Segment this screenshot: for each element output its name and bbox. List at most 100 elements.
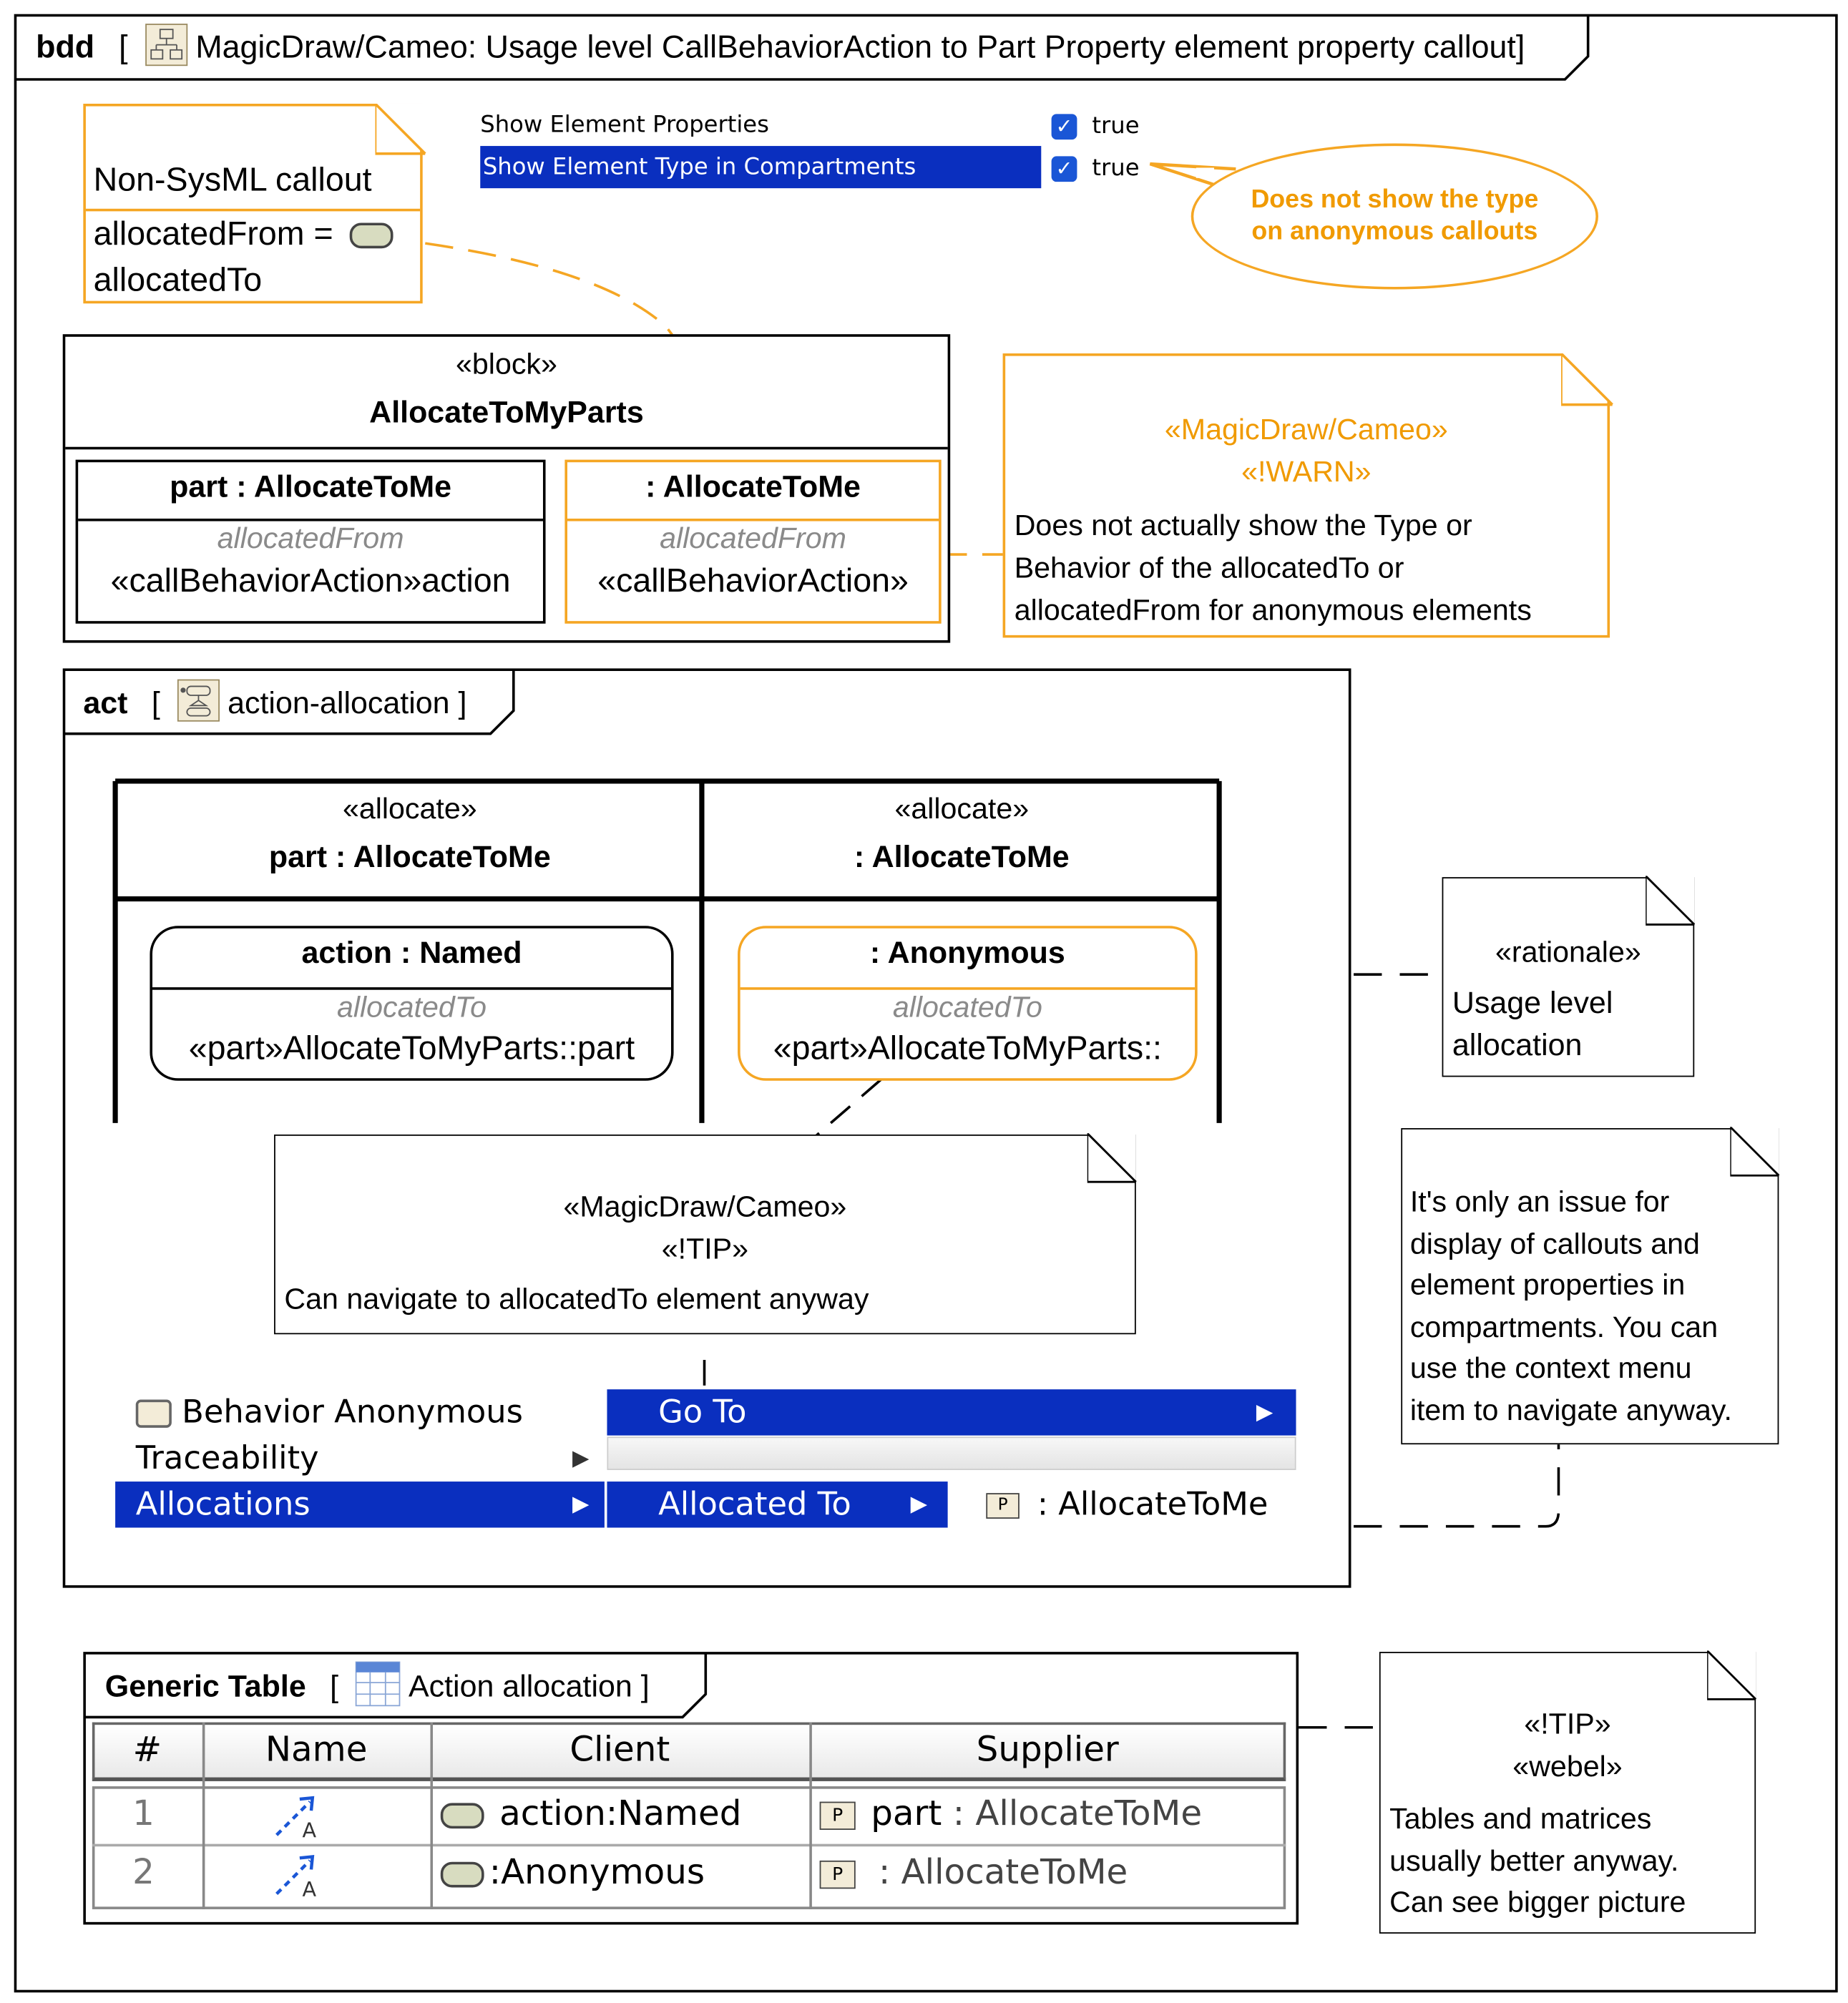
- action-compartment: allocatedTo: [892, 989, 1042, 1024]
- issue-anchor-line: [1354, 1444, 1560, 1528]
- menu-label: Allocated To: [658, 1485, 851, 1523]
- tip-text: Can navigate to allocatedTo element anyw…: [284, 1281, 869, 1316]
- cell-client: :Anonymous: [440, 1853, 705, 1893]
- col-divider: [809, 1722, 812, 1909]
- part-property-icon: P: [986, 1493, 1020, 1519]
- submenu-arrow-icon: ▶: [572, 1492, 590, 1518]
- part-property-icon: P: [819, 1801, 856, 1830]
- header-name[interactable]: Name: [265, 1730, 368, 1770]
- lane-right-name[interactable]: : AllocateToMe: [854, 840, 1070, 875]
- action-value: «part»AllocateToMyParts::: [773, 1028, 1162, 1067]
- menu-item-behavior[interactable]: Behavior Anonymous: [135, 1391, 523, 1434]
- part-compartment: allocatedFrom: [217, 521, 404, 555]
- note-corner-fold: [1730, 1127, 1780, 1177]
- tip-stereo2: «!TIP»: [661, 1232, 749, 1265]
- lane-left-name[interactable]: part : AllocateToMe: [268, 840, 551, 875]
- menu-label: Allocations: [135, 1485, 311, 1523]
- warn-body: Does not actually show the Type or Behav…: [1015, 504, 1532, 631]
- non-sysml-callout[interactable]: Non-SysML callout allocatedFrom = alloca…: [83, 103, 426, 304]
- prop-value-1[interactable]: ✓ true: [1051, 107, 1140, 146]
- part-divider: [567, 518, 939, 521]
- prop-row-show-element-properties[interactable]: Show Element Properties: [480, 107, 1044, 145]
- issue-line: compartments. You can: [1409, 1309, 1719, 1343]
- tip-stereo1: «MagicDraw/Cameo»: [563, 1189, 847, 1223]
- svg-text:A: A: [302, 1818, 316, 1841]
- action-title: action : Named: [301, 936, 522, 971]
- note-corner-fold: [1646, 876, 1696, 926]
- supplier-type: : AllocateToMe: [878, 1853, 1128, 1893]
- submenu-arrow-icon: ▶: [1256, 1399, 1273, 1426]
- tip2-line: Can see bigger picture: [1389, 1884, 1686, 1919]
- header-supplier[interactable]: Supplier: [976, 1730, 1119, 1770]
- cell-supplier: P: AllocateToMe: [819, 1853, 1128, 1893]
- context-menu: Behavior Anonymous Traceability ▶ Alloca…: [115, 1386, 1306, 1534]
- bdd-frame-tab: [15, 15, 1590, 81]
- rationale-stereo: «rationale»: [1495, 934, 1641, 969]
- lane-left-stereotype: «allocate»: [342, 791, 477, 825]
- menu-label: Traceability: [135, 1439, 319, 1476]
- issue-note[interactable]: It's only an issue for display of callou…: [1401, 1127, 1780, 1445]
- warn-stereo1: «MagicDraw/Cameo»: [1164, 412, 1448, 446]
- prop-value-2[interactable]: ✓ true: [1051, 150, 1140, 188]
- warn-note[interactable]: «MagicDraw/Cameo» «!WARN» Does not actua…: [1002, 353, 1613, 638]
- tip-webel-note[interactable]: «!TIP» «webel» Tables and matrices usual…: [1379, 1650, 1757, 1934]
- svg-text:A: A: [302, 1877, 316, 1899]
- warn-line: allocatedFrom for anonymous elements: [1014, 592, 1532, 627]
- block-name: AllocateToMyParts: [369, 396, 644, 431]
- table-row[interactable]: 2 A :Anonymous P: AllocateToMe: [92, 1848, 1286, 1906]
- warn-line: Behavior of the allocatedTo or: [1014, 550, 1404, 584]
- act-frame-header: act [ action-allocation ]: [83, 679, 466, 731]
- callout-divider: [85, 208, 421, 212]
- header-client[interactable]: Client: [569, 1730, 670, 1770]
- action-title: : Anonymous: [869, 936, 1065, 971]
- block-stereotype: «block»: [455, 347, 557, 381]
- prop-row-show-type-selected[interactable]: Show Element Type in Compartments: [480, 146, 1042, 189]
- bdd-kind: bdd: [36, 29, 95, 66]
- note-corner-fold: [1707, 1650, 1757, 1700]
- table-frame: [83, 1652, 1299, 1925]
- menu-label: Go To: [658, 1393, 747, 1431]
- issue-line: display of callouts and: [1409, 1226, 1700, 1260]
- prop-value: true: [1092, 155, 1140, 182]
- part-anonymous[interactable]: : AllocateToMe allocatedFrom «callBehavi…: [564, 459, 942, 624]
- menu-item-goto[interactable]: Go To ▶: [607, 1389, 1296, 1436]
- part-divider: [78, 518, 543, 521]
- note-corner-fold: [1561, 353, 1613, 406]
- menu-item-target[interactable]: P: AllocateToMe: [986, 1482, 1268, 1527]
- action-compartment: allocatedTo: [336, 989, 487, 1024]
- allocate-relation-icon: A: [271, 1791, 323, 1849]
- checkbox-checked-icon[interactable]: ✓: [1051, 114, 1077, 140]
- speech-bubble: Does not show the type on anonymous call…: [1191, 143, 1598, 290]
- tip-note[interactable]: «MagicDraw/Cameo» «!TIP» Can navigate to…: [274, 1133, 1137, 1335]
- header-num[interactable]: #: [132, 1730, 162, 1770]
- rationale-line: allocation: [1452, 1028, 1583, 1063]
- act-kind: act: [83, 686, 128, 721]
- menu-label: Behavior Anonymous: [182, 1393, 523, 1431]
- tip2-body: Tables and matrices usually better anywa…: [1389, 1798, 1686, 1923]
- act-title: action-allocation ]: [228, 686, 467, 721]
- menu-separator: [607, 1436, 1296, 1470]
- part-value: «callBehaviorAction»action: [110, 561, 511, 599]
- callout-line2: allocatedTo: [93, 260, 263, 299]
- speech-line2: on anonymous callouts: [1251, 217, 1538, 246]
- issue-body: It's only an issue for display of callou…: [1410, 1180, 1732, 1431]
- lane-right-stereotype: «allocate»: [894, 791, 1030, 825]
- note-corner-fold: [375, 103, 426, 155]
- action-divider: [152, 987, 671, 990]
- checkbox-checked-icon[interactable]: ✓: [1051, 156, 1077, 182]
- part-named[interactable]: part : AllocateToMe allocatedFrom «callB…: [75, 459, 546, 624]
- menu-item-allocated-to[interactable]: Allocated To ▶: [607, 1482, 948, 1528]
- action-named[interactable]: action : Named allocatedTo «part»Allocat…: [150, 926, 674, 1081]
- menu-item-traceability[interactable]: Traceability ▶: [136, 1436, 590, 1480]
- issue-line: item to navigate anyway.: [1409, 1393, 1732, 1427]
- menu-item-allocations[interactable]: Allocations ▶: [115, 1482, 605, 1528]
- rationale-note[interactable]: «rationale» Usage level allocation: [1442, 876, 1696, 1077]
- activity-diagram-icon: [176, 679, 220, 731]
- bdd-title: MagicDraw/Cameo: Usage level CallBehavio…: [195, 29, 1516, 66]
- part-compartment: allocatedFrom: [660, 521, 846, 555]
- table-frame-header: Generic Table [ Action allocation ]: [105, 1661, 650, 1716]
- block-allocate-to-my-parts[interactable]: «block» AllocateToMyParts part : Allocat…: [62, 334, 951, 643]
- action-anonymous[interactable]: : Anonymous allocatedTo «part»AllocateTo…: [738, 926, 1198, 1081]
